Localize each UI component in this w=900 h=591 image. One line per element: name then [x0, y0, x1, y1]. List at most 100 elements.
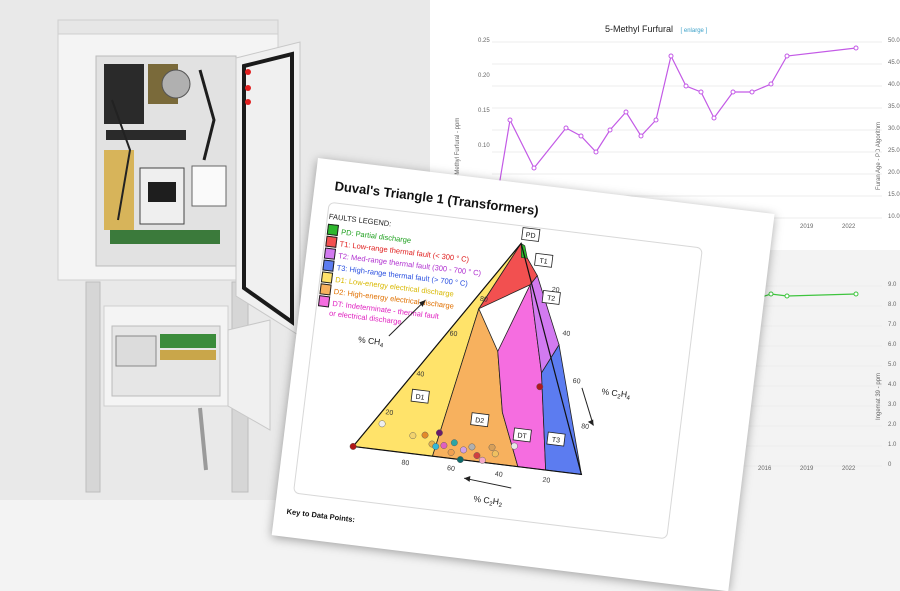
- series-point-top: [853, 45, 859, 51]
- x-tick-top: 2019: [800, 224, 814, 230]
- data-point[interactable]: [440, 442, 448, 449]
- y-tick-bottom: 0: [888, 462, 892, 468]
- enlarge-link[interactable]: [ enlarge ]: [680, 28, 708, 34]
- y-tick-left: 0.20: [478, 73, 490, 79]
- zone-label-t1: T1: [534, 252, 554, 268]
- data-point[interactable]: [488, 443, 496, 451]
- data-point[interactable]: [450, 439, 458, 447]
- y-tick-bottom: 3.0: [888, 402, 897, 408]
- scale-right: 60: [572, 378, 581, 386]
- y-tick-bottom: 1.0: [888, 442, 897, 448]
- chart-lines-svg: [492, 41, 882, 307]
- y-tick-bottom: 2.0: [888, 422, 897, 428]
- zone-label-text: DT: [517, 432, 528, 440]
- data-point[interactable]: [409, 432, 417, 440]
- series-point-bottom: [768, 291, 774, 297]
- data-point[interactable]: [491, 450, 499, 458]
- series-point-top: [730, 89, 736, 95]
- data-point[interactable]: [378, 420, 386, 428]
- y-tick-right: 40.0: [888, 82, 900, 88]
- series-point-bottom: [784, 293, 790, 299]
- zone-label-text: PD: [525, 232, 536, 240]
- zone-label-dt: DT: [512, 427, 532, 443]
- data-point[interactable]: [536, 383, 544, 391]
- x-tick-bottom: 2019: [800, 466, 814, 472]
- y-tick-bottom: 5.0: [888, 362, 897, 368]
- zone-label-text: T1: [539, 258, 548, 266]
- scale-left: 80: [480, 296, 489, 304]
- zone-label-d1: D1: [410, 388, 430, 404]
- scale-right: 40: [562, 330, 571, 338]
- scale-bottom: 80: [401, 459, 410, 467]
- series-point-top: [623, 109, 629, 115]
- y-tick-left: 0.15: [478, 108, 490, 114]
- axis-label-c2h2: % C2H2: [473, 494, 504, 510]
- series-point-top: [711, 115, 717, 121]
- scale-right: 20: [551, 286, 560, 294]
- data-point[interactable]: [478, 456, 486, 464]
- series-point-top: [593, 149, 599, 155]
- y-tick-right: 10.0: [888, 214, 900, 220]
- duval-triangle-card: Duval's Triangle 1 (Transformers) FAULTS…: [271, 158, 775, 591]
- y-tick-bottom: 9.0: [888, 282, 897, 288]
- arrow-ch4: [388, 299, 426, 337]
- zone-label-d2: D2: [470, 412, 490, 428]
- data-point[interactable]: [421, 431, 429, 439]
- scale-bottom: 60: [447, 465, 456, 473]
- data-point[interactable]: [456, 456, 464, 463]
- y-tick-left: 0.25: [478, 38, 490, 44]
- series-point-top: [668, 53, 674, 59]
- x-tick-bottom: 2016: [758, 466, 772, 472]
- x-tick-bottom: 2022: [842, 466, 856, 472]
- data-point[interactable]: [510, 442, 518, 450]
- axis-label-ch4: % CH4: [357, 334, 384, 349]
- y-axis-label-bottom: Ingemat 39 - ppm: [876, 372, 882, 420]
- scale-left: 60: [449, 330, 458, 338]
- axis-label-c2h4: % C2H4: [601, 386, 632, 402]
- series-point-top: [768, 81, 774, 87]
- y-tick-right: 20.0: [888, 170, 900, 176]
- y-tick-right: 30.0: [888, 126, 900, 132]
- scale-left: 40: [416, 371, 425, 379]
- y-tick-right: 35.0: [888, 104, 900, 110]
- y-tick-bottom: 6.0: [888, 342, 897, 348]
- series-point-top: [749, 89, 755, 95]
- zone-label-t2: T2: [541, 290, 561, 305]
- series-point-bottom: [853, 291, 859, 297]
- series-point-top: [507, 117, 513, 123]
- arrow-c2h2: [463, 477, 512, 489]
- arrow-c2h4: [581, 387, 594, 426]
- data-point[interactable]: [349, 443, 357, 450]
- series-point-top: [531, 165, 537, 171]
- data-point[interactable]: [460, 446, 467, 454]
- y-tick-bottom: 8.0: [888, 302, 897, 308]
- y-tick-left: 0.10: [478, 143, 490, 149]
- data-point[interactable]: [473, 452, 481, 459]
- y-tick-bottom: 7.0: [888, 322, 897, 328]
- zone-label-text: D1: [415, 394, 425, 402]
- triangle-outline: [351, 242, 583, 476]
- series-point-top: [653, 117, 659, 123]
- series-point-top: [698, 89, 704, 95]
- y-tick-right: 25.0: [888, 148, 900, 154]
- scale-bottom: 20: [542, 477, 551, 485]
- zone-label-text: T2: [547, 295, 556, 303]
- chart-title: 5-Methyl Furfural [ enlarge ]: [605, 24, 707, 34]
- y-tick-right: 45.0: [888, 60, 900, 66]
- x-tick-top: 2022: [842, 224, 856, 230]
- zone-label-text: D2: [475, 417, 485, 425]
- data-point[interactable]: [447, 449, 455, 456]
- scale-right: 80: [581, 423, 590, 431]
- scale-bottom: 40: [494, 471, 503, 479]
- zone-label-t3: T3: [546, 431, 566, 447]
- series-point-top: [638, 133, 644, 139]
- data-point[interactable]: [468, 443, 476, 451]
- y-tick-bottom: 4.0: [888, 382, 897, 388]
- series-point-top: [563, 125, 569, 131]
- data-point[interactable]: [432, 443, 440, 450]
- cabinet-illustration: [57, 19, 301, 493]
- series-point-top: [578, 133, 584, 139]
- series-point-top: [784, 53, 790, 59]
- data-point[interactable]: [436, 429, 443, 437]
